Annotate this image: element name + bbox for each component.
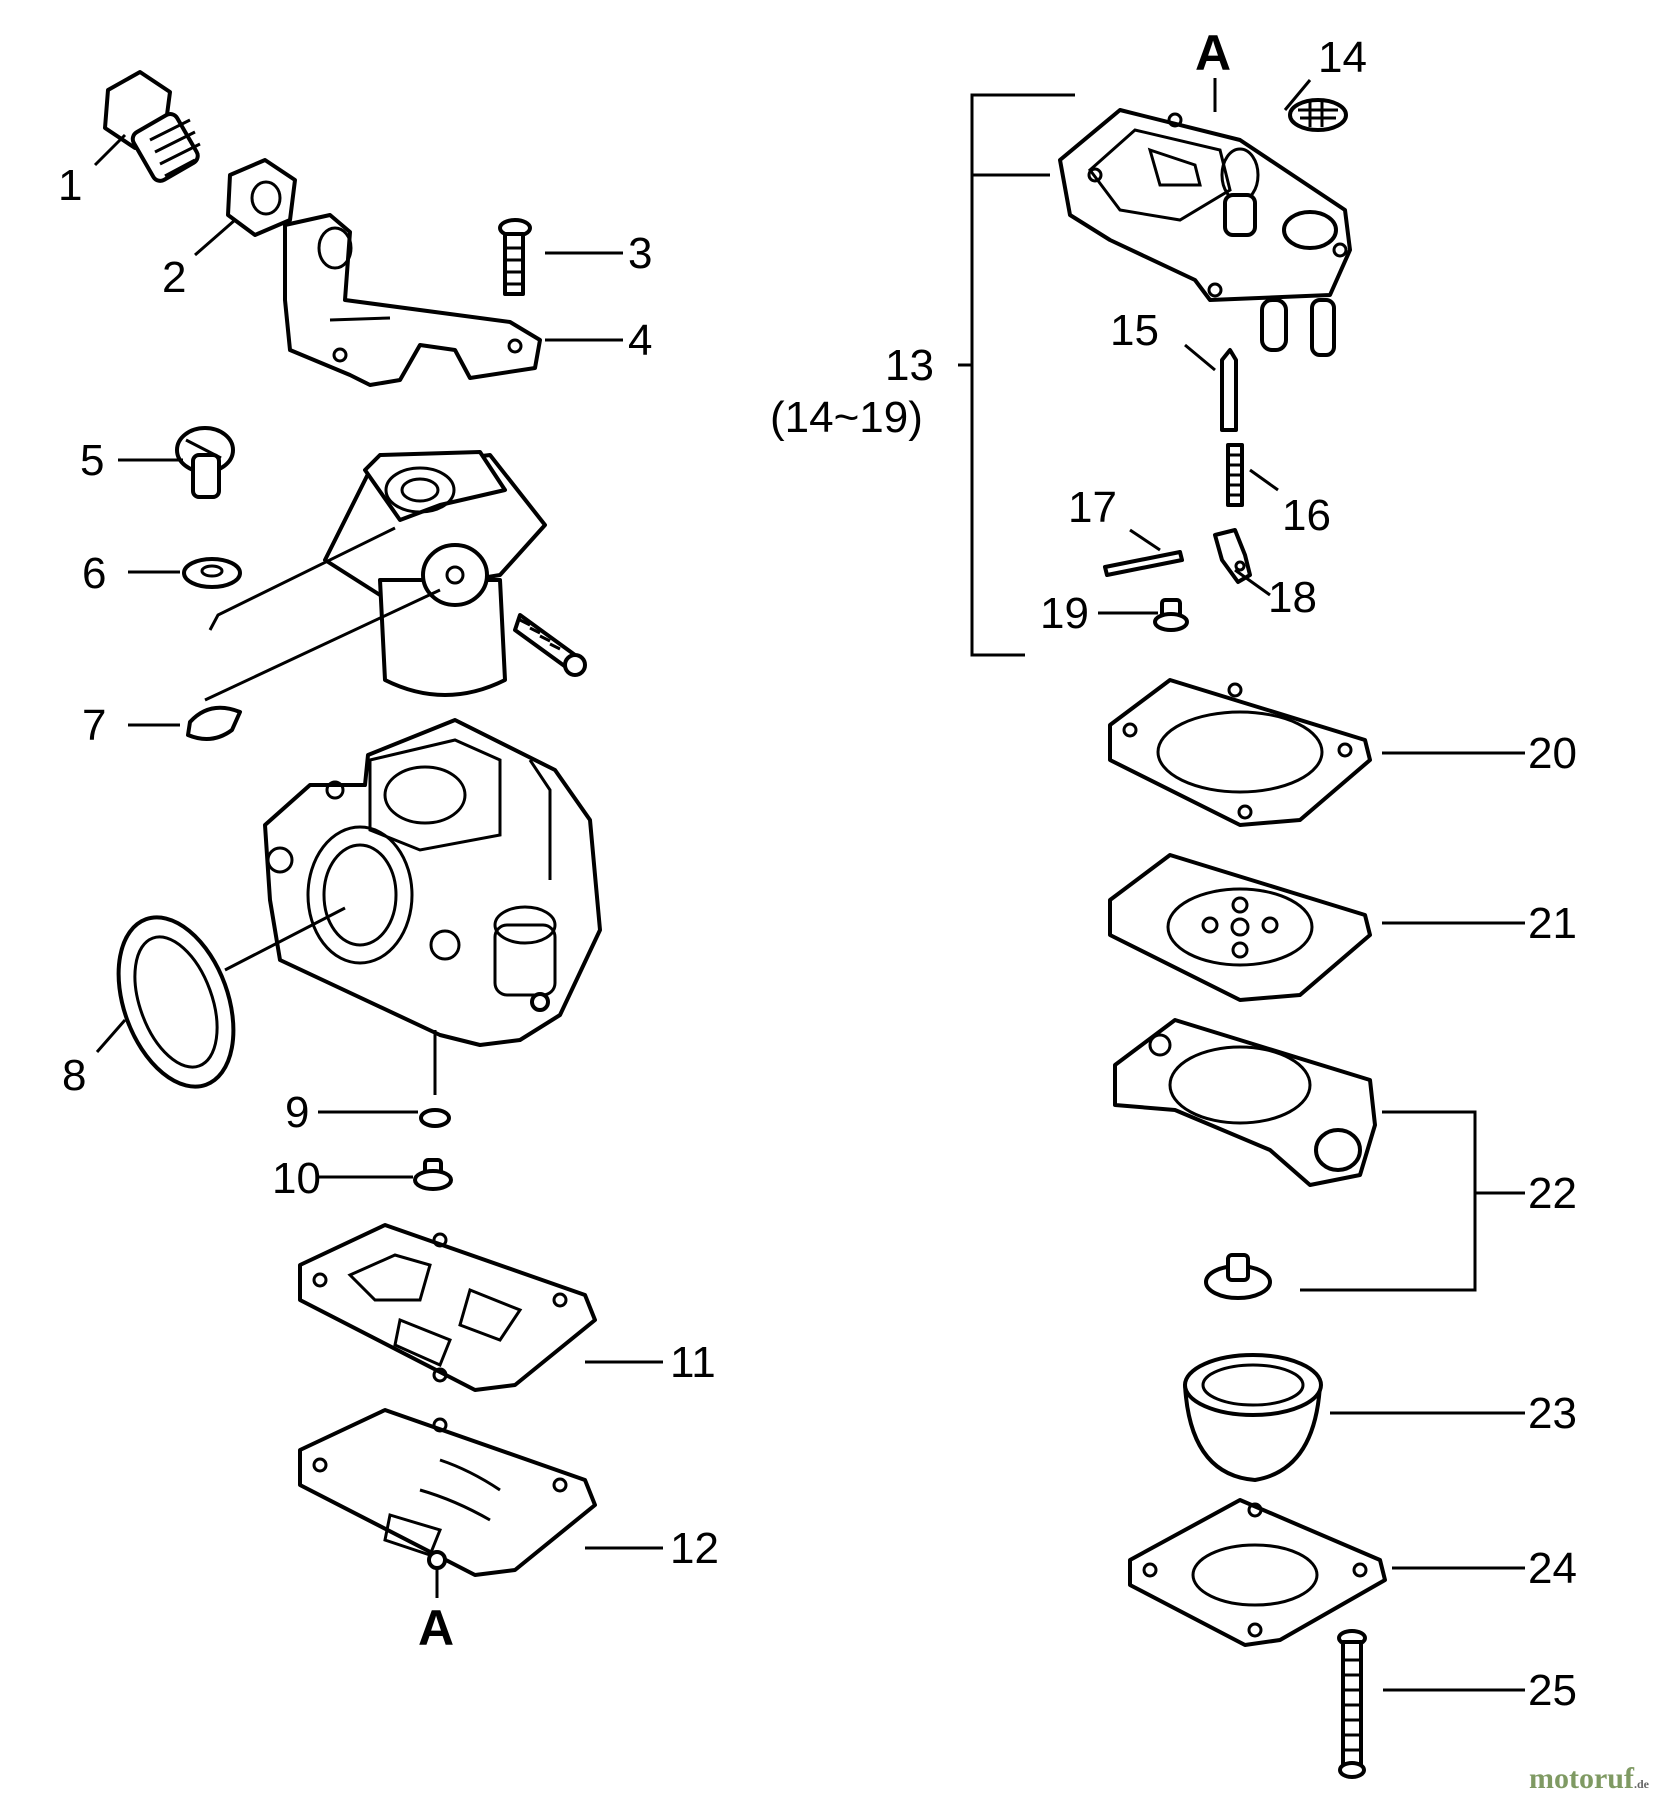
part-20-gasket [1108,678,1372,827]
callout-5: 5 [80,436,104,485]
callout-24: 24 [1528,1544,1577,1593]
part-23-primer-bulb [1183,1353,1323,1482]
part-8-seal-ring [116,915,236,1089]
part-3-screw [498,218,532,296]
callout-7: 7 [82,701,106,750]
callout-12: 12 [670,1524,719,1573]
part-19-screw [1153,598,1189,632]
callout-22: 22 [1528,1169,1577,1218]
callout-labels: 1 2 3 4 5 6 7 8 9 10 11 12 13 14 15 16 1… [58,25,1577,1715]
part-9-washer [419,1108,451,1128]
callout-15: 15 [1110,306,1159,355]
part-5-idle-screw [175,426,235,499]
part-11-gasket [298,1223,597,1392]
throttle-valve-assembly [323,450,587,697]
callout-6: 6 [82,549,106,598]
part-6-washer [182,557,242,589]
callout-9: 9 [285,1088,309,1137]
callout-2: 2 [162,253,186,302]
callout-8: 8 [62,1051,86,1100]
part-4-bracket [283,213,542,387]
callout-1: 1 [58,161,82,210]
leader-lines [93,78,1525,1692]
ref-mark-a-top: A [1195,25,1231,81]
callout-25: 25 [1528,1666,1577,1715]
part-14-filter-screen [1288,98,1348,132]
callout-20: 20 [1528,729,1577,778]
part-17-lever-pin [1103,550,1184,577]
part-22-metering-cover [1113,1018,1377,1187]
callout-10: 10 [272,1154,321,1203]
part-24-bulb-retainer [1128,1498,1387,1647]
ref-mark-a-bottom: A [418,1600,454,1656]
callout-16: 16 [1282,491,1331,540]
part-25-long-screw [1337,1629,1367,1779]
callout-21: 21 [1528,899,1577,948]
part-2-nut [226,158,297,237]
part-12-pump-diaphragm [298,1408,597,1577]
group-range-label: (14~19) [770,393,923,442]
part-15-inlet-needle [1220,348,1238,432]
watermark-logo: motoruf.de [1529,1762,1649,1796]
part-1-adjusting-screw [103,70,201,183]
part-10-plug-screw [413,1158,453,1191]
callout-3: 3 [628,229,652,278]
callout-18: 18 [1268,573,1317,622]
callout-19: 19 [1040,589,1089,638]
part-21-metering-diaphragm [1108,853,1372,1002]
callout-14: 14 [1318,33,1367,82]
carburetor-body [263,718,602,1047]
callout-11: 11 [670,1338,716,1387]
watermark-brand: motoruf [1529,1762,1634,1795]
part-13-metering-body [1058,108,1352,357]
callout-23: 23 [1528,1389,1577,1438]
callout-17: 17 [1068,483,1117,532]
part-22-check-valve [1204,1253,1272,1300]
callout-4: 4 [628,316,652,365]
watermark-tld: .de [1634,1777,1649,1791]
part-7-e-clip [186,705,242,741]
part-18-metering-lever [1213,528,1252,584]
callout-13: 13 [885,341,934,390]
part-16-spring [1226,443,1244,507]
